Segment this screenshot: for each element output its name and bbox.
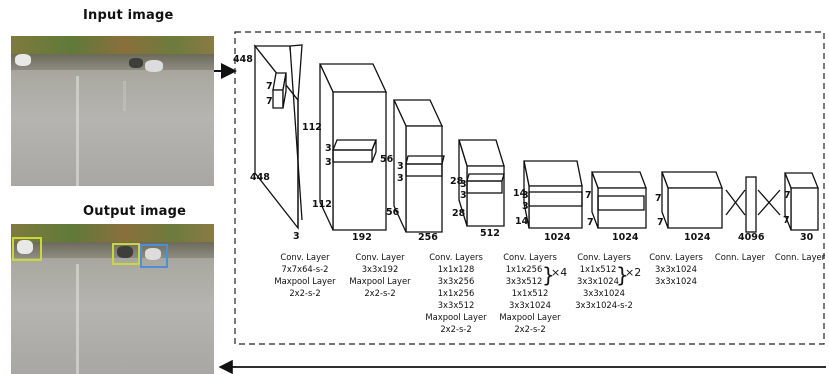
block1-desc-0: Conv. Layer: [280, 252, 330, 262]
output-volume-7x7x30: [785, 173, 818, 230]
kernel-3-a: 3: [325, 143, 332, 154]
output-dim-left: 7: [783, 215, 790, 226]
output-desc: Conn. Layer: [775, 252, 826, 262]
block4-desc-3: 1x1x512: [512, 288, 549, 298]
block1-desc-2: Maxpool Layer: [274, 276, 336, 286]
block6-desc-2: 3x3x1024: [655, 276, 697, 286]
conv-block-7a: [592, 172, 646, 228]
channels-1024-a: 1024: [544, 232, 571, 243]
block3-desc-6: 2x2-s-2: [440, 324, 471, 334]
dim-28-left: 28: [452, 208, 466, 219]
block2-desc-3: 2x2-s-2: [364, 288, 395, 298]
output-depth-label: 30: [800, 232, 814, 243]
block5-desc-2: 3x3x1024: [577, 276, 619, 286]
block6-desc-0: Conv. Layers: [649, 252, 703, 262]
conv-block-14: [524, 161, 582, 228]
dim-14-left: 14: [515, 216, 529, 227]
block4-desc-6: 2x2-s-2: [514, 324, 545, 334]
block5-desc-0: Conv. Layers: [577, 252, 631, 262]
input-volume: [255, 45, 302, 228]
dim-7-left-a: 7: [587, 217, 594, 228]
kernel-3-h: 3: [522, 201, 529, 212]
kernel-3-e: 3: [460, 179, 467, 190]
block4-desc-5: Maxpool Layer: [499, 312, 561, 322]
kernel-3-b: 3: [325, 157, 332, 168]
input-channels-label: 3: [293, 231, 300, 242]
channels-512: 512: [480, 228, 500, 239]
block2-desc-0: Conv. Layer: [355, 252, 405, 262]
dim-112-top: 112: [302, 122, 322, 133]
fc-layer-4096: [726, 177, 780, 232]
block4-desc-2: 3x3x512: [506, 276, 543, 286]
block5-desc-1: 1x1x512: [580, 264, 617, 274]
kernel-7-a: 7: [266, 81, 273, 92]
repeat-x2: ×2: [625, 266, 641, 279]
dim-7-top-b: 7: [655, 193, 662, 204]
kernel-3-f: 3: [460, 190, 467, 201]
dim-112-left: 112: [312, 199, 332, 210]
block1-desc-1: 7x7x64-s-2: [282, 264, 329, 274]
block3-desc-2: 3x3x256: [438, 276, 475, 286]
block3-desc-5: Maxpool Layer: [425, 312, 487, 322]
dim-56-top: 56: [380, 154, 394, 165]
block2-desc-1: 3x3x192: [362, 264, 399, 274]
input-dim-top: 448: [233, 54, 253, 65]
channels-256: 256: [418, 232, 438, 243]
kernel-3-g: 3: [522, 190, 529, 201]
block3-desc-0: Conv. Layers: [429, 252, 483, 262]
channels-1024-c: 1024: [684, 232, 711, 243]
block5-desc-4: 3x3x1024-s-2: [575, 300, 633, 310]
input-dim-left: 448: [250, 172, 270, 183]
block4-desc-4: 3x3x1024: [509, 300, 551, 310]
dim-56-left: 56: [386, 207, 400, 218]
kernel-3-d: 3: [397, 173, 404, 184]
fc-desc: Conn. Layer: [715, 252, 766, 262]
kernel-7-b: 7: [266, 96, 273, 107]
fc-units-label: 4096: [738, 232, 765, 243]
kernel-3-c: 3: [397, 161, 404, 172]
channels-192: 192: [352, 232, 372, 243]
repeat-x4: ×4: [551, 266, 567, 279]
block3-desc-4: 3x3x512: [438, 300, 475, 310]
block5-desc-3: 3x3x1024: [583, 288, 625, 298]
block2-desc-2: Maxpool Layer: [349, 276, 411, 286]
block1-desc-3: 2x2-s-2: [289, 288, 320, 298]
channels-1024-b: 1024: [612, 232, 639, 243]
block6-desc-1: 3x3x1024: [655, 264, 697, 274]
block4-desc-1: 1x1x256: [506, 264, 543, 274]
conv-block-7b: [662, 172, 722, 228]
block3-desc-1: 1x1x128: [438, 264, 475, 274]
block3-desc-3: 1x1x256: [438, 288, 475, 298]
dim-7-left-b: 7: [657, 217, 664, 228]
block4-desc-0: Conv. Layers: [503, 252, 557, 262]
dim-7-top-a: 7: [585, 190, 592, 201]
output-dim-top: 7: [784, 190, 791, 201]
